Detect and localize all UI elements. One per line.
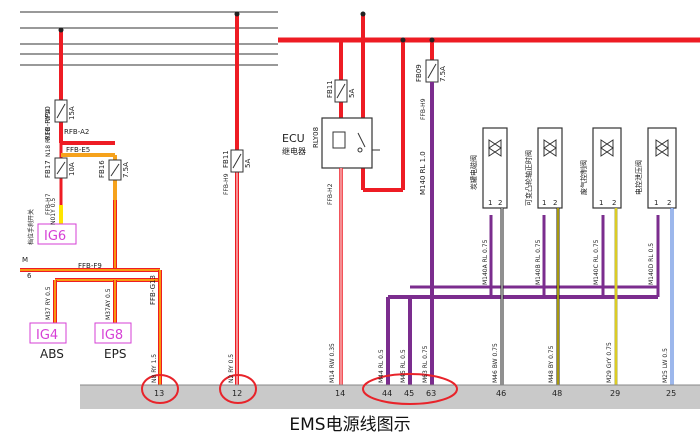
pin-25: 25 [666,389,676,398]
label-m-left: M [22,256,28,264]
valve-2 [537,127,563,385]
label-m140c: M140C RL 0.75 [593,239,600,285]
label-valve2: 可变凸轮轴正时阀 [524,150,533,206]
pin-12: 12 [232,389,242,398]
label-ecu-sub: 继电器 [282,146,306,156]
label-m44: M44 RL 0.5 [378,349,385,383]
valve-1 [482,127,508,385]
highlight-ellipses [141,373,458,405]
valve1-pin2: 2 [498,199,502,207]
valve1-pin1: 1 [488,199,492,207]
label-fb17: FB17 [44,160,52,178]
label-valve4: 电控泄压阀 [634,160,643,195]
label-valve1: 炭罐电磁阀 [469,155,478,190]
pin-13: 13 [154,389,164,398]
pin-45: 45 [404,389,414,398]
label-m140rl: M140 RL 1.0 [419,151,427,195]
ig8-box [94,322,132,344]
valve-3 [592,127,622,385]
label-m140d: M140D RL 0.5 [648,243,655,285]
ecu-relay-branch [321,11,406,385]
valve4-pin2: 2 [667,199,671,207]
label-rly08: RLY08 [312,127,320,148]
valve2-pin2: 2 [553,199,557,207]
label-n01y: N01Y 0.5 [50,198,57,225]
label-n2ry: N2 RY 0.5 [228,354,235,383]
label-fb11b: FB11 [326,80,334,98]
label-fb09-fuse: 7.5A [439,66,447,82]
label-ip4: IP4 [44,109,52,120]
pin-14: 14 [335,389,345,398]
bus-lines [20,11,278,66]
label-m63: M63 RL 0.75 [422,345,429,383]
valve3-pin2: 2 [612,199,616,207]
relay-box [321,117,373,169]
label-fb11a-fuse: 5A [244,159,252,168]
label-ip4-fuse: 15A [68,106,76,120]
label-ffb-h9b: FFB-H9 [420,98,427,120]
pin-44: 44 [382,389,392,398]
label-m140a: M140A RL 0.75 [482,239,489,285]
valve2-pin1: 1 [542,199,546,207]
pin-29: 29 [610,389,620,398]
label-n8ry15: N8 RY 1.5 [151,354,158,383]
ig6-box [37,223,77,245]
label-abs: ABS [40,347,64,361]
fb11-branch [230,11,244,385]
labels: IP4 RFB-RY10 15A RFB-A2 FB17 N18 RY10 10… [22,64,676,398]
ecu-connector-bar [80,385,700,409]
label-ffb-h2: FFB-H2 [327,183,334,205]
valve-4 [647,127,677,385]
label-m45: M45 RL 0.5 [400,349,407,383]
label-ecu: ECU [282,132,305,145]
label-fb16-fuse: 7.5A [122,162,130,178]
label-fb09: FB09 [415,64,423,82]
label-m37ry: M37 RY 0.5 [45,286,52,320]
ip4-branch [20,27,162,385]
label-m37ay: M37AY 0.5 [105,288,112,320]
label-m46: M46 BW 0.75 [492,343,499,383]
label-fb16: FB16 [98,160,106,178]
pin-63: 63 [426,389,436,398]
label-valve3: 废气控制阀 [579,160,588,195]
label-ip4-node: RFB-A2 [64,128,89,136]
label-fb17-node: FFB-E5 [66,146,90,154]
label-ig4: IG4 [36,328,58,343]
label-ip4-wire: RFB-RY10 [44,106,52,140]
pin-46: 46 [496,389,506,398]
label-m29: M29 GrY 0.75 [606,342,613,383]
label-fb17-h7: FFB-H7 [45,193,52,215]
label-m48: M48 BY 0.75 [548,345,555,383]
pin-48: 48 [552,389,562,398]
label-m140b: M140B RL 0.75 [535,239,542,285]
fb09-branch [386,37,660,385]
label-fb11a: FB11 [222,150,230,168]
valve3-pin1: 1 [599,199,603,207]
label-ig8: IG8 [101,328,123,343]
label-eps: EPS [104,347,126,361]
label-fb11a-h9: FFB-H9 [223,173,230,195]
label-fb17-wire: N18 RY10 [45,128,52,157]
label-fb11b-fuse: 5A [348,89,356,98]
label-fb17-fuse: 10A [68,162,76,176]
label-ffb-f9: FFB-F9 [78,262,102,270]
label-ig6-sub: 档位手刹开关 [27,209,35,245]
label-ig6: IG6 [44,229,66,244]
label-ffb-g13: FFB-G13 [149,275,157,305]
valve4-pin1: 1 [654,199,658,207]
label-m25: M25 LW 0.5 [662,348,669,383]
label-six: 6 [27,272,32,280]
ig4-box [29,322,67,344]
figure-caption: EMS电源线图示 [289,415,411,435]
label-m14rw: M14 RW 0.35 [329,343,336,383]
